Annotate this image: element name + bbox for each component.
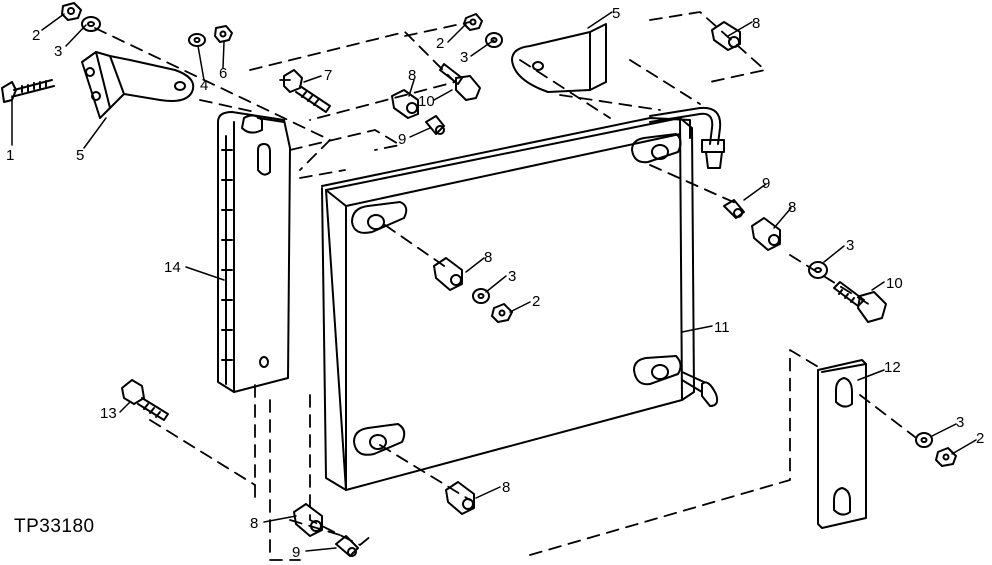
callout-9: 9	[292, 544, 300, 561]
washer-3-top-mid	[485, 32, 503, 48]
callout-labels: 1 2 3 4 6 5 7 8 10 9 2 3 5 8 14 8 3 2 9 …	[6, 5, 984, 561]
callout-9: 9	[398, 131, 406, 148]
figure-id: TP33180	[14, 516, 95, 537]
callout-3: 3	[460, 49, 468, 66]
nut-2-panel	[491, 303, 513, 323]
callout-11: 11	[714, 319, 730, 336]
callout-2: 2	[976, 430, 984, 447]
nut-8-right	[751, 217, 781, 251]
bolt-10-right	[833, 281, 887, 323]
callout-8: 8	[250, 515, 258, 532]
callout-5: 5	[76, 147, 84, 164]
nut-8-top-right	[711, 21, 741, 51]
nut-2-lower-right	[935, 447, 957, 467]
assembly-dashed-lines	[94, 11, 916, 561]
callout-10: 10	[886, 275, 903, 292]
callout-8: 8	[788, 199, 796, 216]
panel-11	[321, 106, 725, 491]
strap-12	[817, 359, 867, 529]
callout-3: 3	[956, 414, 964, 431]
nut-6	[214, 25, 233, 43]
spacer-9-right	[723, 199, 745, 219]
callout-12: 12	[884, 359, 901, 376]
callout-6: 6	[219, 65, 227, 82]
bolt-10-top	[439, 63, 481, 101]
callout-3: 3	[54, 43, 62, 60]
callout-7: 7	[324, 67, 332, 84]
washer-3-panel	[472, 288, 490, 304]
spacer-9-bottom	[335, 535, 359, 557]
callout-2: 2	[532, 293, 540, 310]
bracket-5-right	[511, 23, 607, 93]
callout-14: 14	[164, 259, 181, 276]
bracket-5-left	[81, 51, 195, 119]
callout-13: 13	[100, 405, 117, 422]
callout-8: 8	[502, 479, 510, 496]
callout-8: 8	[752, 15, 760, 32]
callout-5: 5	[612, 5, 620, 22]
washer-3-lower-right	[915, 432, 933, 448]
bolt-7	[283, 69, 331, 113]
callout-3: 3	[846, 237, 854, 254]
washer-4	[188, 33, 206, 47]
callout-9: 9	[762, 175, 770, 192]
callout-2: 2	[32, 27, 40, 44]
callout-8: 8	[408, 67, 416, 84]
nut-8-bottom-left	[293, 503, 323, 537]
callout-1: 1	[6, 147, 14, 164]
washer-3-right	[808, 261, 828, 279]
leader-lines	[11, 11, 977, 552]
washer-3-top-left	[81, 16, 101, 32]
callout-3: 3	[508, 268, 516, 285]
nut-8-lower	[445, 481, 475, 515]
callout-8: 8	[484, 249, 492, 266]
bolt-13	[121, 379, 169, 421]
hinge-14	[217, 111, 291, 393]
nut-2-top-left	[61, 2, 82, 21]
bolt-1	[1, 79, 55, 103]
nut-8-panel	[433, 257, 463, 291]
nut-8-top	[391, 89, 419, 119]
callout-4: 4	[200, 77, 208, 94]
spacer-9-top	[425, 115, 445, 135]
callout-2: 2	[436, 35, 444, 52]
nut-2-top-mid	[463, 13, 483, 31]
callout-10: 10	[418, 93, 435, 110]
